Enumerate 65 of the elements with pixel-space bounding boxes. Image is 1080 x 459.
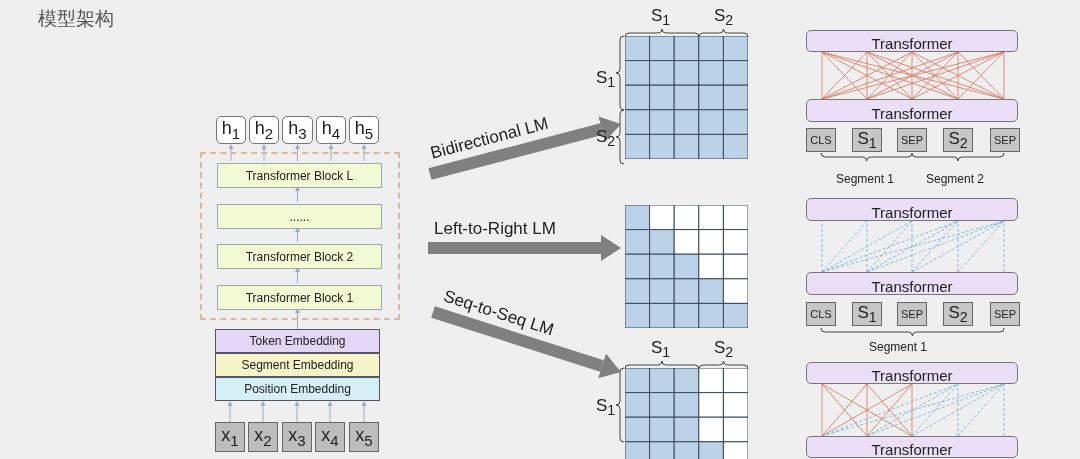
transformer-block: Transformer Block 1 [217,285,382,310]
transformer-block: ...... [217,204,382,229]
transformer-layer: Transformer [806,99,1018,122]
token-box: S$_{2}$ [943,128,973,152]
arrow [295,186,300,203]
output-box: h$_{5}$ [349,116,379,144]
transformer-layer: Transformer [806,272,1018,295]
segment-label: S$_{2}$ [714,338,734,361]
arrow [295,267,300,284]
token-box: S$_{2}$ [943,302,973,326]
arrow [361,401,367,423]
arrow [361,144,367,162]
arrow [228,144,234,162]
input-token-box: x$_{3}$ [282,422,312,452]
segment-label: S$_{1}$ [596,68,616,91]
segment-caption: Segment 1 [836,172,895,186]
transformer-block: Transformer Block L [217,163,382,188]
transformer-layer: Transformer [806,362,1018,384]
token-box: CLS [806,302,836,326]
token-box: S$_{1}$ [852,128,882,152]
segment-label: S$_{1}$ [651,338,671,361]
edge-label: Left-to-Right LM [434,219,556,239]
transformer-block: Transformer Block 2 [217,244,382,269]
embedding-layer: Token Embedding [215,329,380,353]
token-box: SEP [990,128,1020,152]
input-token-box: x$_{2}$ [248,422,278,452]
title: 模型架构 [38,7,114,31]
output-box: h$_{2}$ [249,116,279,144]
arrow [428,235,621,261]
segment-caption: Segment 2 [926,172,985,186]
arrow [227,401,233,423]
attention-mask-grid [625,368,748,459]
segment-label: S$_{2}$ [714,6,734,29]
input-token-box: x$_{1}$ [215,422,245,452]
arrow [295,227,300,243]
embedding-layer: Segment Embedding [215,353,380,377]
arrow [327,401,333,423]
segment-caption: Segment 1 [869,340,928,354]
output-box: h$_{3}$ [282,116,313,144]
arrow [328,144,334,162]
token-box: S$_{1}$ [852,302,882,326]
token-box: SEP [990,302,1020,326]
embedding-layer: Position Embedding [215,377,380,401]
transformer-layer: Transformer [806,30,1018,52]
input-token-box: x$_{4}$ [315,422,345,452]
arrow [294,401,300,423]
token-box: SEP [897,302,927,326]
token-box: CLS [806,128,836,152]
attention-mask-grid [625,205,748,329]
arrow [431,306,621,379]
transformer-layer: Transformer [806,198,1018,221]
token-box: SEP [897,128,927,152]
segment-label: S$_{1}$ [596,396,616,419]
arrow [295,308,300,330]
transformer-layer: Transformer [806,436,1018,458]
output-box: h$_{1}$ [216,116,246,144]
arrow [295,144,300,162]
arrow [261,144,267,162]
output-box: h$_{4}$ [316,116,346,144]
arrow [260,401,266,423]
segment-label: S$_{2}$ [596,127,616,150]
arrow [428,116,621,180]
segment-label: S$_{1}$ [651,6,671,29]
input-token-box: x$_{5}$ [349,422,379,452]
dashed-group-frame [200,152,400,320]
